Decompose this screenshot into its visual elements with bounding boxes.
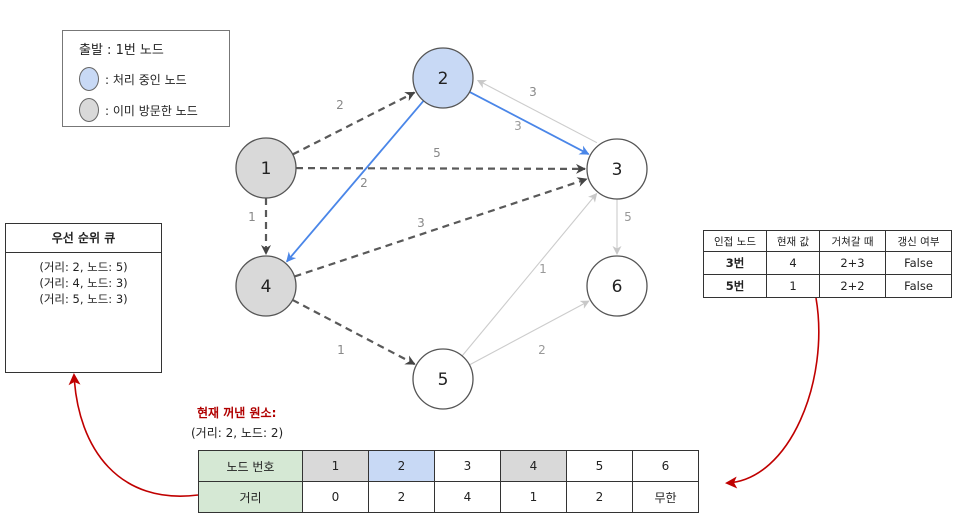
edge-weight-label: 1 <box>539 262 547 276</box>
adjacency-table: 인접 노드 현재 값 거쳐갈 때 갱신 여부 3번 4 2+3 False 5번… <box>703 230 952 298</box>
adj-header: 현재 값 <box>766 230 820 252</box>
node-number-cell: 3 <box>434 450 501 482</box>
adj-row: 3번 4 2+3 False <box>703 251 952 275</box>
node-number-cell: 5 <box>566 450 633 482</box>
adj-cell: 5번 <box>703 274 767 298</box>
distance-cell: 4 <box>434 481 501 513</box>
legend-start-label: 출발 : 1번 노드 <box>79 43 164 58</box>
processing-swatch-icon <box>79 67 99 91</box>
edge-weight-label: 2 <box>360 176 368 190</box>
current-element-title: 현재 꺼낸 원소: <box>197 406 277 420</box>
edge-weight-label: 5 <box>624 210 632 224</box>
legend-processing-label: : 처리 중인 노드 <box>105 72 187 87</box>
adj-cell: 3번 <box>703 251 767 275</box>
priority-queue-title: 우선 순위 큐 <box>6 224 161 253</box>
priority-queue: 우선 순위 큐 (거리: 2, 노드: 5) (거리: 4, 노드: 3) (거… <box>5 223 162 373</box>
node-number-cell: 2 <box>368 450 435 482</box>
node-number-cell: 6 <box>632 450 699 482</box>
graph-node-label: 2 <box>438 69 449 89</box>
nodes-layer: 1 2 3 4 5 6 <box>235 47 648 410</box>
edges-layer: 2 5 1 3 2 3 5 3 1 1 2 <box>248 79 632 366</box>
adj-header: 거쳐갈 때 <box>819 230 886 252</box>
graph-node-4 <box>235 255 297 317</box>
graph-node-3 <box>586 138 648 200</box>
distance-label: 거리 <box>198 481 303 513</box>
adj-cell: False <box>885 274 952 298</box>
node-number-cell: 1 <box>302 450 369 482</box>
visited-swatch-icon <box>79 98 99 122</box>
legend-visited-label: : 이미 방문한 노드 <box>105 103 198 118</box>
distance-cell: 무한 <box>632 481 699 513</box>
adj-cell: 2+3 <box>819 251 886 275</box>
priority-queue-item: (거리: 4, 노드: 3) <box>39 276 128 290</box>
edge-weight-label: 1 <box>337 343 345 357</box>
edge-5-to-3 <box>461 192 598 357</box>
edge-2-to-3 <box>469 91 590 155</box>
adj-cell: 1 <box>766 274 820 298</box>
adj-cell: False <box>885 251 952 275</box>
node-number-row: 노드 번호 1 2 3 4 5 6 <box>198 450 699 482</box>
edge-1-to-2 <box>292 91 416 156</box>
adj-header: 갱신 여부 <box>885 230 952 252</box>
distance-cell: 2 <box>368 481 435 513</box>
graph-node-label: 6 <box>612 277 623 297</box>
edge-weight-label: 2 <box>538 343 546 357</box>
edge-3-to-2 <box>476 79 598 144</box>
edge-2-to-4 <box>286 100 425 263</box>
graph-node-label: 4 <box>261 277 272 297</box>
graph-node-label: 5 <box>438 370 449 390</box>
edge-weight-label: 3 <box>514 119 522 133</box>
edge-weight-label: 1 <box>248 210 256 224</box>
priority-queue-item: (거리: 2, 노드: 5) <box>39 260 128 274</box>
graph-node-2 <box>412 47 474 109</box>
distance-cell: 1 <box>500 481 567 513</box>
edge-4-to-5 <box>292 298 416 366</box>
adj-header: 인접 노드 <box>703 230 767 252</box>
node-number-label: 노드 번호 <box>198 450 303 482</box>
adj-cell: 4 <box>766 251 820 275</box>
edge-weight-label: 5 <box>433 146 441 160</box>
adj-row: 5번 1 2+2 False <box>703 274 952 298</box>
edge-weight-label: 3 <box>529 85 537 99</box>
graph-node-label: 3 <box>612 160 623 180</box>
queue-link-arrow <box>68 373 199 497</box>
table-link-arrow <box>725 297 820 489</box>
current-element-value: (거리: 2, 노드: 2) <box>191 426 284 440</box>
adj-cell: 2+2 <box>819 274 886 298</box>
edge-5-to-6 <box>469 300 590 366</box>
graph-node-6 <box>586 255 648 317</box>
distance-cell: 0 <box>302 481 369 513</box>
edge-1-to-3 <box>295 163 587 174</box>
priority-queue-item: (거리: 5, 노드: 3) <box>39 292 128 306</box>
node-number-cell: 4 <box>500 450 567 482</box>
graph-node-5 <box>412 348 474 410</box>
edge-4-to-3 <box>294 177 588 278</box>
distance-table: 노드 번호 1 2 3 4 5 6 거리 0 2 4 1 2 무한 <box>198 450 699 513</box>
edge-weight-label: 2 <box>336 98 344 112</box>
edge-weight-label: 3 <box>417 216 425 230</box>
distance-row: 거리 0 2 4 1 2 무한 <box>198 481 699 513</box>
graph-node-1 <box>235 137 297 199</box>
distance-cell: 2 <box>566 481 633 513</box>
graph-node-label: 1 <box>261 159 272 179</box>
legend: 출발 : 1번 노드 : 처리 중인 노드 : 이미 방문한 노드 <box>62 30 230 127</box>
